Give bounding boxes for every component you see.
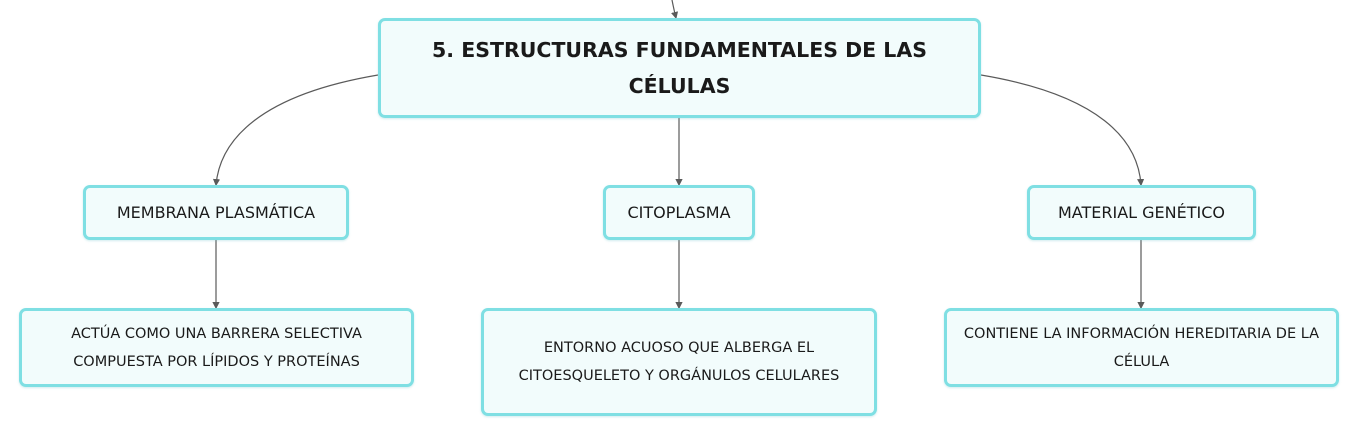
root-topic-text: 5. ESTRUCTURAS FUNDAMENTALES DE LAS CÉLU… xyxy=(432,38,927,98)
membrana-plasmatica-node[interactable]: MEMBRANA PLASMÁTICA xyxy=(83,185,349,240)
connector-root-material xyxy=(980,74,1145,187)
material-genetico-detail-node[interactable]: CONTIENE LA INFORMACIÓN HEREDITARIA DE L… xyxy=(944,308,1339,387)
citoplasma-detail-node[interactable]: ENTORNO ACUOSO QUE ALBERGA EL CITOESQUEL… xyxy=(481,308,877,416)
citoplasma-detail-text: ENTORNO ACUOSO QUE ALBERGA EL CITOESQUEL… xyxy=(518,340,840,384)
citoplasma-node[interactable]: CITOPLASMA xyxy=(603,185,755,240)
root-topic-node[interactable]: 5. ESTRUCTURAS FUNDAMENTALES DE LAS CÉLU… xyxy=(378,18,981,118)
connector-from-parent xyxy=(671,0,679,20)
material-genetico-detail-text: CONTIENE LA INFORMACIÓN HEREDITARIA DE L… xyxy=(963,325,1320,370)
citoplasma-label: CITOPLASMA xyxy=(627,203,731,222)
membrana-plasmatica-label: MEMBRANA PLASMÁTICA xyxy=(116,203,316,222)
connector-root-membrana xyxy=(212,74,379,187)
membrana-plasmatica-detail-text: ACTÚA COMO UNA BARRERA SELECTIVA COMPUES… xyxy=(71,325,362,370)
membrana-plasmatica-detail-node[interactable]: ACTÚA COMO UNA BARRERA SELECTIVA COMPUES… xyxy=(19,308,414,387)
material-genetico-label: MATERIAL GENÉTICO xyxy=(1057,203,1225,222)
material-genetico-node[interactable]: MATERIAL GENÉTICO xyxy=(1027,185,1256,240)
